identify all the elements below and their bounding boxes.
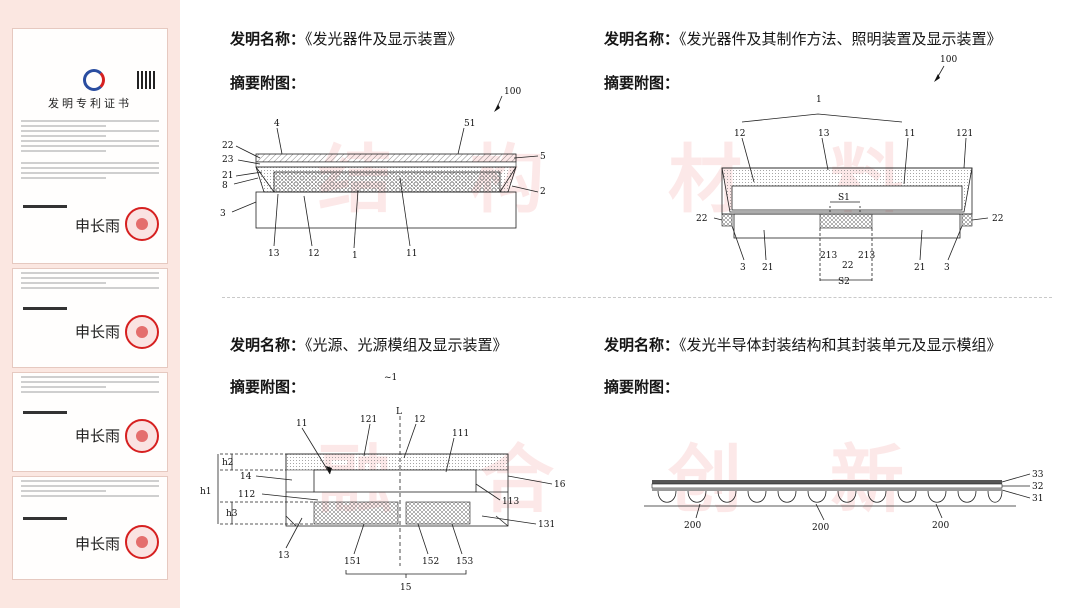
fig2-label-S2: S2 [838, 277, 850, 287]
abstract-figure-4: 33 32 31 200 200 200 [644, 470, 1044, 533]
fig2-label-1: 1 [816, 95, 822, 105]
fig4-cells [657, 490, 1003, 503]
fig2-label-13: 13 [818, 129, 830, 139]
patent-title-4: 发明名称：《发光半导体封装结构和其封装单元及显示模组》 [604, 336, 1002, 354]
qr-code-icon [137, 71, 155, 89]
patent-office-logo [83, 69, 105, 91]
fig3-label-112: 112 [238, 490, 255, 500]
fig1-label-51: 51 [464, 119, 475, 129]
fig1-label-2: 2 [540, 187, 546, 197]
abstract-figure-1: 100 4 51 22 23 5 21 2 8 3 13 12 1 11 [220, 87, 546, 261]
fig1-label-23: 23 [222, 155, 234, 165]
fig2-label-21-right: 21 [914, 263, 925, 273]
fig2-label-100: 100 [940, 55, 957, 65]
abstract-label-3: 摘要附图： [230, 378, 306, 396]
signature: 申长雨 [75, 535, 121, 553]
fig1-label-5: 5 [540, 152, 546, 162]
fig1-label-100: 100 [504, 87, 521, 97]
abstract-label-2: 摘要附图： [604, 74, 680, 92]
fig1-label-8: 8 [222, 181, 228, 191]
fig2-label-121: 121 [956, 129, 973, 139]
fig1-label-11: 11 [406, 249, 417, 259]
fig4-label-31: 31 [1032, 494, 1043, 504]
seal-icon [125, 525, 159, 559]
patent-certificate-2: 申长雨 [12, 268, 168, 368]
fig3-label-131: 131 [538, 520, 555, 530]
seal-icon [125, 315, 159, 349]
fig3-label-tilde1: ~1 [384, 373, 397, 383]
signature: 申长雨 [75, 323, 121, 341]
fig3-label-151: 151 [344, 557, 361, 567]
fig2-label-213-left: 213 [820, 251, 837, 261]
fig2-label-12: 12 [734, 129, 745, 139]
patent-title-3: 发明名称：《光源、光源模组及显示装置》 [230, 336, 508, 354]
abstract-figure-3: ~1 L 12 11 121 111 h2 14 16 h1 112 113 h… [200, 373, 566, 593]
fig2-label-22-left: 22 [696, 214, 707, 224]
fig4-label-200-1: 200 [684, 521, 701, 531]
abstract-label-1: 摘要附图： [230, 74, 306, 92]
fig3-label-13: 13 [278, 551, 290, 561]
fig2-label-21-left: 21 [762, 263, 773, 273]
fig4-label-32: 32 [1032, 482, 1043, 492]
fig2-label-3-left: 3 [740, 263, 746, 273]
fig2-label-3-right: 3 [944, 263, 950, 273]
fig2-label-S1: S1 [838, 193, 850, 203]
fig1-label-13: 13 [268, 249, 280, 259]
certificate-title: 发明专利证书 [48, 97, 132, 110]
fig3-label-113: 113 [502, 497, 519, 507]
section-divider [222, 297, 1052, 298]
fig3-label-152: 152 [422, 557, 439, 567]
patent-certificate-4: 申长雨 [12, 476, 168, 580]
certificate-strip: 发明专利证书 申长雨 申长雨 申长雨 申长雨 [0, 0, 180, 608]
fig1-label-3: 3 [220, 209, 226, 219]
fig2-label-11: 11 [904, 129, 915, 139]
seal-icon [125, 207, 159, 241]
fig3-label-14: 14 [240, 472, 252, 482]
patent-certificate-main: 发明专利证书 申长雨 [12, 28, 168, 264]
fig3-label-11: 11 [296, 419, 307, 429]
fig3-label-L: L [396, 407, 402, 417]
fig4-label-33: 33 [1032, 470, 1044, 480]
abstract-figure-2: 100 1 12 13 11 121 S1 22 22 213 22 213 3… [696, 55, 1003, 287]
fig1-label-4: 4 [274, 119, 280, 129]
fig2-label-22-center: 22 [842, 261, 853, 271]
signature: 申长雨 [75, 217, 121, 235]
fig3-label-121: 121 [360, 415, 377, 425]
fig2-label-22-right: 22 [992, 214, 1003, 224]
fig1-label-21: 21 [222, 171, 233, 181]
fig3-label-h1: h1 [200, 487, 212, 497]
fig4-label-200-3: 200 [932, 521, 949, 531]
fig3-label-15: 15 [400, 583, 412, 593]
fig4-label-200-2: 200 [812, 523, 829, 533]
fig3-label-h2: h2 [222, 458, 234, 468]
fig2-label-213-right: 213 [858, 251, 875, 261]
patent-title-2: 发明名称：《发光器件及其制作方法、照明装置及显示装置》 [604, 30, 1002, 48]
fig3-label-153: 153 [456, 557, 473, 567]
signature: 申长雨 [75, 427, 121, 445]
patent-title-1: 发明名称：《发光器件及显示装置》 [230, 30, 463, 48]
fig1-label-1: 1 [352, 251, 358, 261]
fig3-label-h3: h3 [226, 509, 238, 519]
seal-icon [125, 419, 159, 453]
abstract-label-4: 摘要附图： [604, 378, 680, 396]
fig3-label-111: 111 [452, 429, 469, 439]
patent-certificate-3: 申长雨 [12, 372, 168, 472]
fig1-label-22: 22 [222, 141, 233, 151]
fig1-label-12: 12 [308, 249, 319, 259]
fig3-label-12: 12 [414, 415, 425, 425]
fig3-label-16: 16 [554, 480, 566, 490]
